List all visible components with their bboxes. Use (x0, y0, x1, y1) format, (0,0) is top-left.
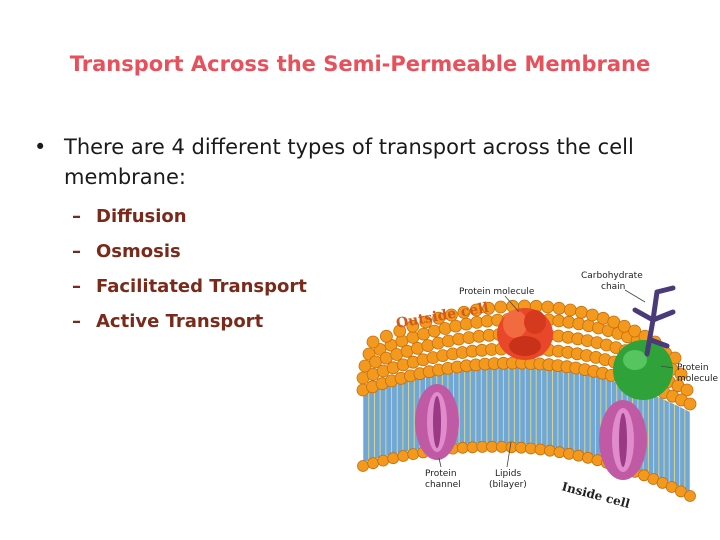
cell-membrane-diagram: Outside cell Inside cell Protein molecul… (356, 271, 718, 511)
lipid-label-line2: (bilayer) (489, 480, 527, 490)
protein-molecule-right-label-line2: molecule (677, 374, 718, 384)
carbohydrate-label-line1: Carbohydrate (581, 271, 643, 281)
transport-type-active: Active Transport (96, 311, 264, 332)
leader-line (438, 457, 442, 468)
dash-marker: – (72, 276, 81, 297)
dash-marker: – (72, 241, 81, 262)
protein-molecule-right (613, 340, 673, 400)
protein-molecule-right-label-line1: Protein (677, 363, 709, 373)
protein-molecule-top-label: Protein molecule (459, 287, 535, 297)
leader-line (504, 295, 520, 313)
dash-marker: – (72, 206, 81, 227)
carbohydrate-label-line2: chain (601, 282, 625, 292)
protein-channel-left (415, 384, 459, 460)
lipid-label-line1: Lipids (495, 469, 521, 479)
transport-type-facilitated: Facilitated Transport (96, 276, 307, 297)
bullet-marker: • (34, 135, 47, 159)
protein-channel-right (599, 400, 647, 480)
slide-title: Transport Across the Semi-Permeable Memb… (69, 52, 651, 76)
transport-type-diffusion: Diffusion (96, 206, 187, 227)
leader-line (506, 441, 512, 468)
protein-molecule-top (497, 308, 553, 360)
protein-channel-label-line1: Protein (425, 469, 457, 479)
leader-line (660, 365, 674, 369)
leader-line (624, 289, 646, 303)
protein-channel-label-line2: channel (425, 480, 461, 490)
bullet-text: There are 4 different types of transport… (64, 135, 634, 189)
inside-cell-label: Inside cell (560, 479, 632, 511)
carbohydrate-chain (632, 285, 676, 357)
dash-marker: – (72, 311, 81, 332)
transport-type-osmosis: Osmosis (96, 241, 181, 262)
